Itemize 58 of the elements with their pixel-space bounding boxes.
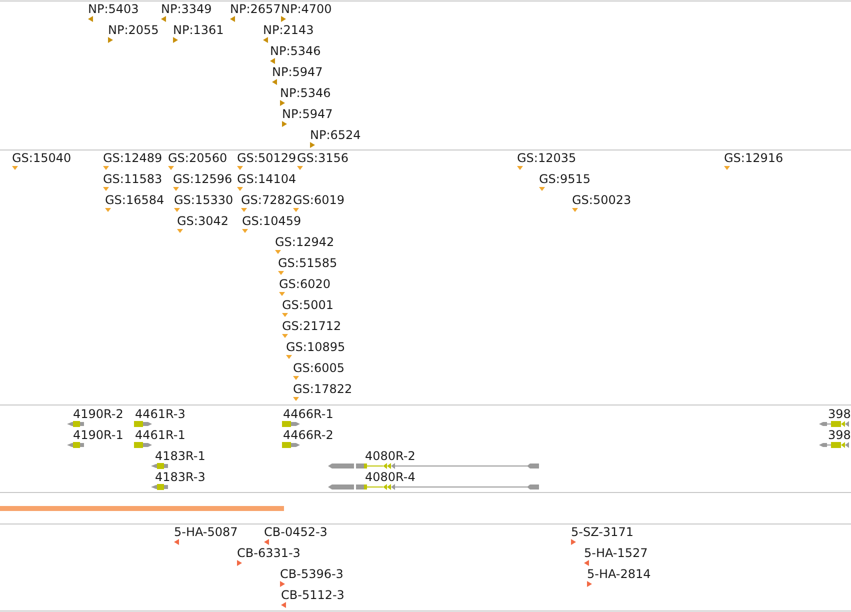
feature-label: GS:6019 bbox=[293, 193, 344, 207]
feature-label: GS:50023 bbox=[572, 193, 632, 207]
feature-label: GS:10459 bbox=[242, 214, 302, 228]
feature-label: 5-SZ-3171 bbox=[571, 525, 634, 539]
feature-label: 4183R-1 bbox=[155, 449, 206, 463]
feature-label: GS:9515 bbox=[539, 172, 590, 186]
feature-label: 5-HA-2814 bbox=[587, 567, 651, 581]
feature-label: NP:4700 bbox=[281, 2, 332, 16]
feature-label: CB-6331-3 bbox=[237, 546, 300, 560]
feature-label: GS:5001 bbox=[282, 298, 334, 312]
feature-label: GS:6020 bbox=[279, 277, 330, 291]
feature-label: NP:2055 bbox=[108, 23, 159, 37]
feature-label: NP:2657 bbox=[230, 2, 281, 16]
feature-label: NP:6524 bbox=[310, 128, 361, 142]
feature-label: 398 bbox=[828, 428, 851, 442]
feature-label: 4461R-1 bbox=[135, 428, 186, 442]
feature-label: 4466R-1 bbox=[283, 407, 334, 421]
feature-label: 4190R-1 bbox=[73, 428, 124, 442]
feature-label: 4080R-4 bbox=[365, 470, 416, 484]
feature-label: 4080R-2 bbox=[365, 449, 416, 463]
feature-label: GS:3042 bbox=[177, 214, 228, 228]
feature-label: 4183R-3 bbox=[155, 470, 206, 484]
feature-label: GS:6005 bbox=[293, 361, 344, 375]
feature-label: NP:5403 bbox=[88, 2, 139, 16]
feature-label: NP:5346 bbox=[280, 86, 331, 100]
feature-label: GS:50129 bbox=[237, 151, 296, 165]
feature-label: NP:5346 bbox=[270, 44, 321, 58]
feature-label: NP:5947 bbox=[272, 65, 323, 79]
feature-label: GS:11583 bbox=[103, 172, 162, 186]
feature-label: NP:5947 bbox=[282, 107, 333, 121]
feature-label: GS:12942 bbox=[275, 235, 334, 249]
feature-label: GS:14104 bbox=[237, 172, 296, 186]
feature-label: 398 bbox=[828, 407, 851, 421]
feature-label: GS:16584 bbox=[105, 193, 164, 207]
feature-label: GS:10895 bbox=[286, 340, 346, 354]
feature-label: CB-5396-3 bbox=[280, 567, 344, 581]
feature-label: CB-0452-3 bbox=[264, 525, 328, 539]
feature-label: NP:3349 bbox=[161, 2, 212, 16]
feature-label: 5-HA-5087 bbox=[174, 525, 238, 539]
feature-label: NP:2143 bbox=[263, 23, 314, 37]
feature-label: GS:3156 bbox=[297, 151, 348, 165]
feature-label: GS:7282 bbox=[241, 193, 292, 207]
feature-label: GS:17822 bbox=[293, 382, 352, 396]
feature-label: GS:12489 bbox=[103, 151, 162, 165]
feature-label: GS:21712 bbox=[282, 319, 342, 333]
feature-label: GS:15330 bbox=[174, 193, 234, 207]
feature-label: GS:12596 bbox=[173, 172, 232, 186]
feature-label: 5-HA-1527 bbox=[584, 546, 648, 560]
feature-label: CB-5112-3 bbox=[281, 588, 344, 602]
feature-label: GS:12035 bbox=[517, 151, 576, 165]
feature-label: GS:15040 bbox=[12, 151, 72, 165]
feature-label: GS:12916 bbox=[724, 151, 784, 165]
feature-label: 4461R-3 bbox=[135, 407, 186, 421]
feature-label: GS:51585 bbox=[278, 256, 338, 270]
feature-label: 4190R-2 bbox=[73, 407, 124, 421]
feature-label: NP:1361 bbox=[173, 23, 224, 37]
feature-label: GS:20560 bbox=[168, 151, 228, 165]
feature-label: 4466R-2 bbox=[283, 428, 334, 442]
